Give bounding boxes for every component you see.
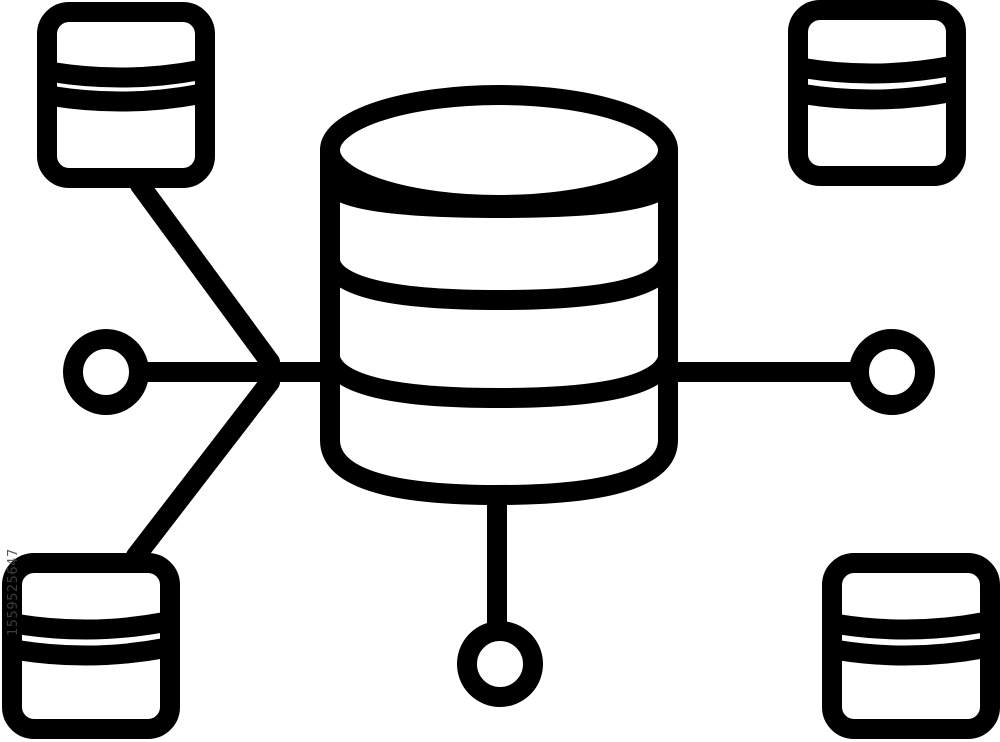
satellite-database-top-left [37, 2, 215, 188]
connector-top-left [130, 175, 280, 372]
cylinder-top [320, 85, 678, 215]
database-box-band-2 [42, 84, 210, 112]
database-box-band-2 [793, 82, 961, 110]
satellite-database-bottom-left [2, 553, 180, 739]
database-box-band-1 [42, 60, 210, 88]
database-box-band-1 [827, 612, 995, 640]
database-box-band-2 [7, 638, 175, 666]
satellite-database-top-right [788, 0, 966, 186]
database-box-band-2 [827, 638, 995, 666]
circle-node-icon-bottom [457, 621, 543, 707]
database-box-band-1 [793, 56, 961, 84]
connector-bottom-left [126, 372, 280, 566]
circle-node-icon-left [63, 329, 149, 415]
cylinder-band-1 [320, 172, 678, 218]
stock-image-id: 1559525647 [6, 548, 21, 636]
cylinder-band-3 [320, 348, 678, 408]
circle-node-icon-right [849, 329, 935, 415]
database-box-band-1 [7, 612, 175, 640]
central-database-icon [320, 85, 678, 505]
satellite-database-bottom-right [822, 553, 1000, 739]
cylinder-body [320, 140, 678, 505]
connector-lines [126, 175, 870, 645]
cylinder-band-2 [320, 252, 678, 310]
